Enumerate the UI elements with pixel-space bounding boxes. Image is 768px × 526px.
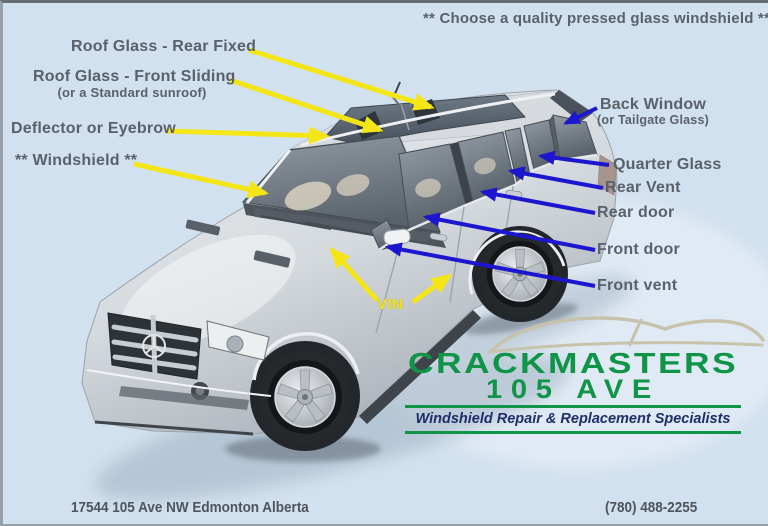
front-wheel [259, 351, 351, 443]
logo-divider-bottom [405, 431, 741, 434]
logo-car-swoosh [487, 316, 765, 354]
rear-door-arrow [479, 187, 596, 215]
label-rear-vent: Rear Vent [605, 179, 681, 196]
label-rear-door: Rear door [597, 204, 675, 221]
company-logo: CRACKMASTERS 105 AVE Windshield Repair &… [403, 350, 743, 436]
vin-arrow-left [329, 247, 379, 302]
label-quarter-glass: Quarter Glass [613, 156, 722, 173]
blue-arrows [384, 106, 610, 288]
suv-illustration [81, 47, 768, 501]
label-roof-glass-front-sliding: Roof Glass - Front Sliding (or a Standar… [33, 68, 235, 100]
label-deflector: Deflector or Eyebrow [11, 120, 176, 137]
label-windshield: ** Windshield ** [15, 152, 138, 169]
roof-rear-arrow [248, 47, 435, 111]
label-back-window-main: Back Window [599, 96, 707, 113]
deflector-arrow [165, 126, 330, 145]
label-back-window-sub: (or Tailgate Glass) [597, 112, 709, 127]
label-roof-glass-front-sliding-main: Roof Glass - Front Sliding [33, 68, 236, 85]
yellow-arrows [133, 47, 453, 305]
rear-vent-arrow [507, 166, 604, 190]
rear-wheel [478, 232, 562, 316]
vin-arrow-right [411, 273, 453, 305]
back-window-arrow [563, 106, 598, 125]
label-roof-glass-rear-fixed: Roof Glass - Rear Fixed [71, 38, 257, 55]
windshield-arrow [133, 161, 269, 199]
footer-phone: (780) 488-2255 [605, 499, 698, 516]
label-roof-glass-front-sliding-sub: (or a Standard sunroof) [57, 84, 207, 100]
logo-tagline: Windshield Repair & Replacement Speciali… [415, 411, 731, 427]
label-back-window: Back Window (or Tailgate Glass) [583, 96, 723, 127]
top-note: ** Choose a quality pressed glass windsh… [423, 10, 768, 27]
front-door-arrow [422, 212, 596, 252]
label-front-door: Front door [597, 241, 680, 258]
label-vin: VIN [377, 296, 404, 313]
logo-company-name: CRACKMASTERS [407, 348, 739, 380]
quarter-glass-arrow [537, 150, 610, 167]
roof-front-arrow [229, 77, 384, 134]
front-vent-arrow [384, 242, 596, 288]
label-front-vent: Front vent [597, 277, 678, 294]
footer-address: 17544 105 Ave NW Edmonton Alberta [71, 499, 309, 516]
brand-star [142, 334, 166, 358]
logo-divider-top [405, 405, 741, 408]
logo-address-line: 105 AVE [486, 374, 660, 404]
